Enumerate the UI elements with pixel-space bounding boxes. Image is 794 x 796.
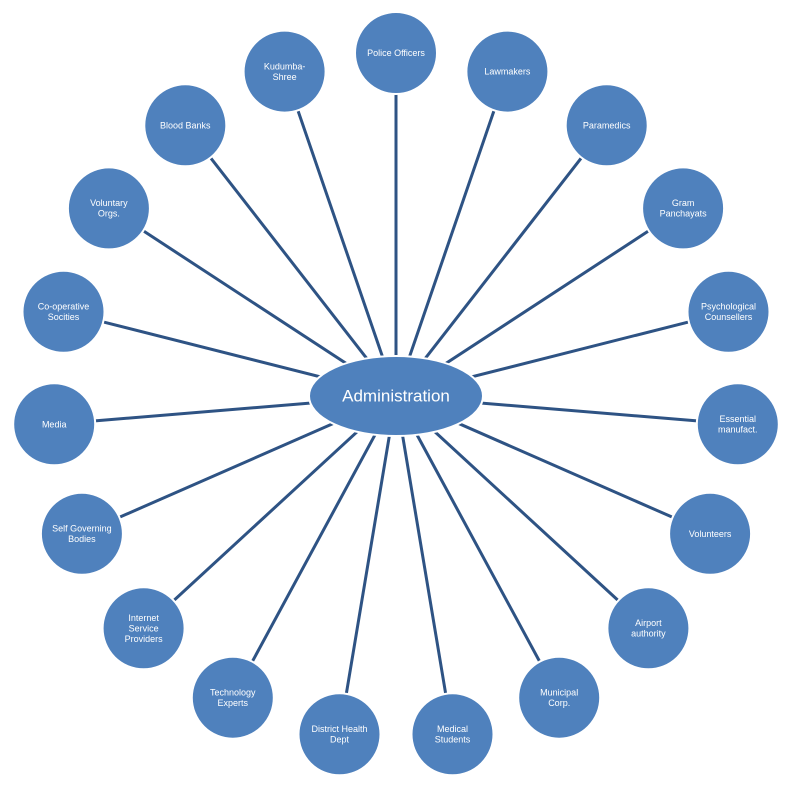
node-label-internet-service-providers: Providers	[125, 634, 164, 644]
node-label-kudumba-shree: Shree	[273, 72, 297, 82]
node-circle-co-operative-socities	[21, 269, 106, 354]
node-label-gram-panchayats: Panchayats	[660, 209, 708, 219]
connector-paramedics	[394, 156, 583, 397]
node-circle-gram-panchayats	[641, 166, 726, 251]
node-circle-volunteers	[668, 491, 753, 576]
center-ellipse	[308, 355, 484, 437]
node-circle-medical-students	[410, 692, 495, 777]
node-circle-internet-service-providers	[101, 586, 186, 671]
node-label-lawmakers: Lawmakers	[484, 67, 531, 77]
node-label-media: Media	[42, 419, 67, 429]
node-label-essential-manufact: manufact.	[718, 425, 758, 435]
node-circle-blood-banks	[143, 83, 228, 168]
node-label-volunteers: Volunteers	[689, 529, 732, 539]
node-circle-police-officers	[354, 11, 438, 95]
node-label-self-governing-bodies: Bodies	[68, 534, 96, 544]
node-circle-essential-manufact	[695, 382, 780, 467]
node-circle-airport-authority	[606, 586, 691, 671]
node-label-technology-experts: Technology	[210, 687, 256, 697]
node-label-municipal-corp: Municipal	[540, 687, 578, 697]
node-circle-lawmakers	[465, 29, 550, 114]
node-label-airport-authority: Airport	[635, 618, 662, 628]
node-circle-municipal-corp	[517, 655, 602, 740]
connector-technology-experts	[250, 395, 398, 663]
center-hub: Administration	[308, 355, 484, 437]
node-label-district-health-dept: District Health	[311, 724, 367, 734]
node-label-co-operative-socities: Socities	[48, 312, 80, 322]
node-label-police-officers: Police Officers	[367, 48, 425, 58]
node-lawmakers: Lawmakers	[465, 29, 550, 114]
node-label-medical-students: Students	[435, 735, 471, 745]
connector-medical-students	[394, 395, 448, 695]
node-label-medical-students: Medical	[437, 724, 468, 734]
node-label-essential-manufact: Essential	[720, 414, 757, 424]
node-label-self-governing-bodies: Self Governing	[52, 524, 112, 534]
node-blood-banks: Blood Banks	[143, 83, 228, 168]
node-circle-voluntary-orgs	[66, 166, 151, 251]
node-label-internet-service-providers: Internet	[128, 613, 159, 623]
node-kudumba-shree: Kudumba-Shree	[242, 29, 327, 114]
node-circle-district-health-dept	[297, 692, 382, 777]
node-label-voluntary-orgs: Orgs.	[98, 209, 120, 219]
node-circle-paramedics	[564, 83, 649, 168]
connector-kudumba-shree	[296, 109, 398, 397]
node-label-gram-panchayats: Gram	[672, 198, 695, 208]
node-paramedics: Paramedics	[564, 83, 649, 168]
node-circle-self-governing-bodies	[39, 491, 124, 576]
node-volunteers: Volunteers	[668, 491, 753, 576]
node-label-psychological-counsellers: Counsellers	[705, 312, 753, 322]
node-media: Media	[12, 382, 97, 467]
node-label-kudumba-shree: Kudumba-	[264, 61, 306, 71]
node-police-officers: Police Officers	[354, 11, 438, 95]
connector-district-health-dept	[344, 395, 398, 695]
node-label-co-operative-socities: Co-operative	[38, 302, 90, 312]
connector-blood-banks	[209, 156, 398, 397]
node-label-psychological-counsellers: Psychological	[701, 302, 756, 312]
node-label-municipal-corp: Corp.	[548, 698, 570, 708]
node-label-blood-banks: Blood Banks	[160, 120, 211, 130]
node-label-airport-authority: authority	[631, 629, 666, 639]
node-circle-psychological-counsellers	[686, 269, 771, 354]
node-label-voluntary-orgs: Voluntary	[90, 198, 128, 208]
node-label-technology-experts: Experts	[218, 698, 249, 708]
node-circle-media	[12, 382, 97, 467]
node-label-internet-service-providers: Service	[129, 623, 159, 633]
connector-municipal-corp	[394, 395, 542, 663]
node-circle-kudumba-shree	[242, 29, 327, 114]
connector-lawmakers	[394, 109, 496, 397]
node-label-district-health-dept: Dept	[330, 735, 350, 745]
node-label-paramedics: Paramedics	[583, 120, 631, 130]
satellite-nodes: Police OfficersLawmakersParamedicsGramPa…	[12, 11, 780, 777]
node-circle-technology-experts	[190, 655, 275, 740]
center-label: Administration	[342, 387, 450, 406]
